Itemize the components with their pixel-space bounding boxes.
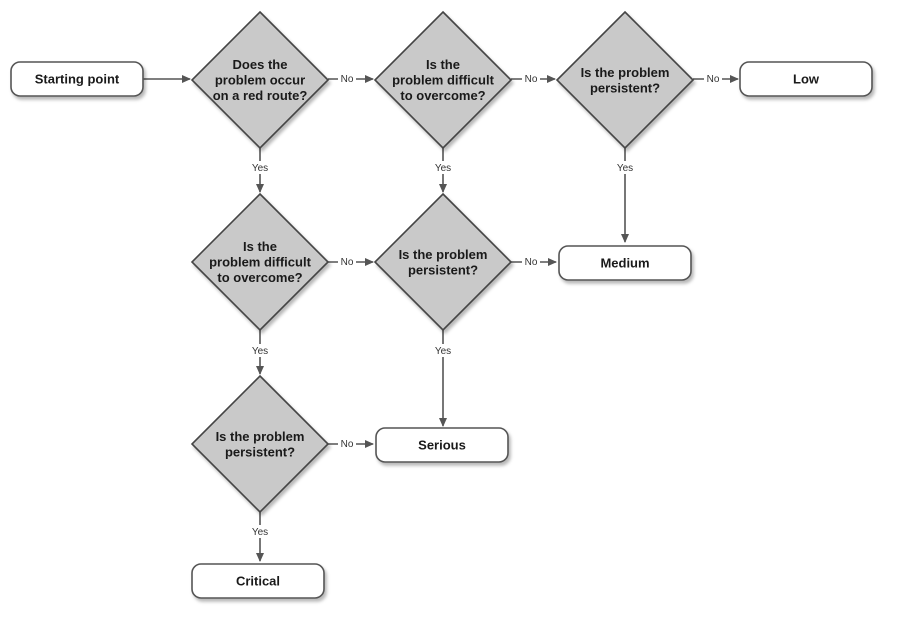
terminal-low-box bbox=[739, 61, 873, 97]
edge-label-no: No bbox=[341, 74, 354, 85]
terminal-medium: Medium bbox=[558, 245, 692, 281]
decision-persistent_mid-diamond bbox=[373, 192, 513, 332]
decision-red_route-diamond bbox=[190, 10, 330, 150]
label-bg-persistent-top-yes bbox=[613, 161, 637, 174]
decision-red_route-line-2: on a red route? bbox=[213, 88, 308, 103]
decision-difficult_top-line-0: Is the bbox=[426, 57, 460, 72]
label-bg-persistent-top-no bbox=[704, 72, 722, 85]
terminal-critical-label: Critical bbox=[236, 574, 280, 589]
label-bg-persistent-mid-yes bbox=[431, 344, 455, 357]
label-bg-difficult-top-yes bbox=[431, 161, 455, 174]
edge-label-yes: Yes bbox=[617, 163, 633, 174]
edge-label-no: No bbox=[707, 74, 720, 85]
terminal-serious: Serious bbox=[375, 427, 509, 463]
label-bg-persistent-bottom-yes bbox=[248, 525, 272, 538]
terminal-start: Starting point bbox=[10, 61, 144, 97]
decision-persistent_mid-line-0: Is the problem bbox=[399, 247, 488, 262]
decision-difficult_top-diamond bbox=[373, 10, 513, 150]
decision-red_route-line-0: Does the bbox=[233, 57, 288, 72]
terminal-medium-label: Medium bbox=[600, 256, 649, 271]
terminal-serious-label: Serious bbox=[418, 438, 466, 453]
decision-persistent_top-line-1: persistent? bbox=[590, 80, 660, 95]
decision-persistent_mid-line-1: persistent? bbox=[408, 262, 478, 277]
terminal-low-label: Low bbox=[793, 72, 820, 87]
terminal-critical: Critical bbox=[191, 563, 325, 599]
decision-persistent_top-diamond bbox=[555, 10, 695, 150]
label-bg-red-route-no bbox=[338, 72, 356, 85]
edge-label-yes: Yes bbox=[252, 527, 268, 538]
decision-difficult_top-line-2: to overcome? bbox=[400, 88, 485, 103]
edge-label-yes: Yes bbox=[252, 163, 268, 174]
edge-label-yes: Yes bbox=[435, 346, 451, 357]
terminal-critical-box bbox=[191, 563, 325, 599]
edge-label-no: No bbox=[341, 257, 354, 268]
edge-label-no: No bbox=[525, 257, 538, 268]
label-bg-difficult-mid-no bbox=[338, 255, 356, 268]
edge-label-yes: Yes bbox=[435, 163, 451, 174]
label-bg-persistent-bottom-no bbox=[338, 437, 356, 450]
terminal-serious-box bbox=[375, 427, 509, 463]
decision-difficult_mid-line-2: to overcome? bbox=[217, 270, 302, 285]
edge-label-no: No bbox=[525, 74, 538, 85]
decision-difficult_mid-line-1: problem difficult bbox=[209, 255, 312, 270]
label-bg-red-route-yes bbox=[248, 161, 272, 174]
label-bg-persistent-mid-no bbox=[522, 255, 540, 268]
terminal-start-box bbox=[10, 61, 144, 97]
edge-label-no: No bbox=[341, 439, 354, 450]
decision-red_route-line-1: problem occur bbox=[215, 73, 305, 88]
label-bg-difficult-mid-yes bbox=[248, 344, 272, 357]
terminal-start-label: Starting point bbox=[35, 72, 120, 87]
label-bg-difficult-top-no bbox=[522, 72, 540, 85]
terminal-low: Low bbox=[739, 61, 873, 97]
decision-difficult_mid-line-0: Is the bbox=[243, 239, 277, 254]
terminal-medium-box bbox=[558, 245, 692, 281]
decision-persistent_bottom-line-0: Is the problem bbox=[216, 429, 305, 444]
edge-label-yes: Yes bbox=[252, 346, 268, 357]
decision-persistent_top-line-0: Is the problem bbox=[581, 65, 670, 80]
decision-difficult_mid-diamond bbox=[190, 192, 330, 332]
decision-difficult_top-line-1: problem difficult bbox=[392, 73, 495, 88]
decision-persistent_bottom-diamond bbox=[190, 374, 330, 514]
decision-persistent_bottom-line-1: persistent? bbox=[225, 444, 295, 459]
